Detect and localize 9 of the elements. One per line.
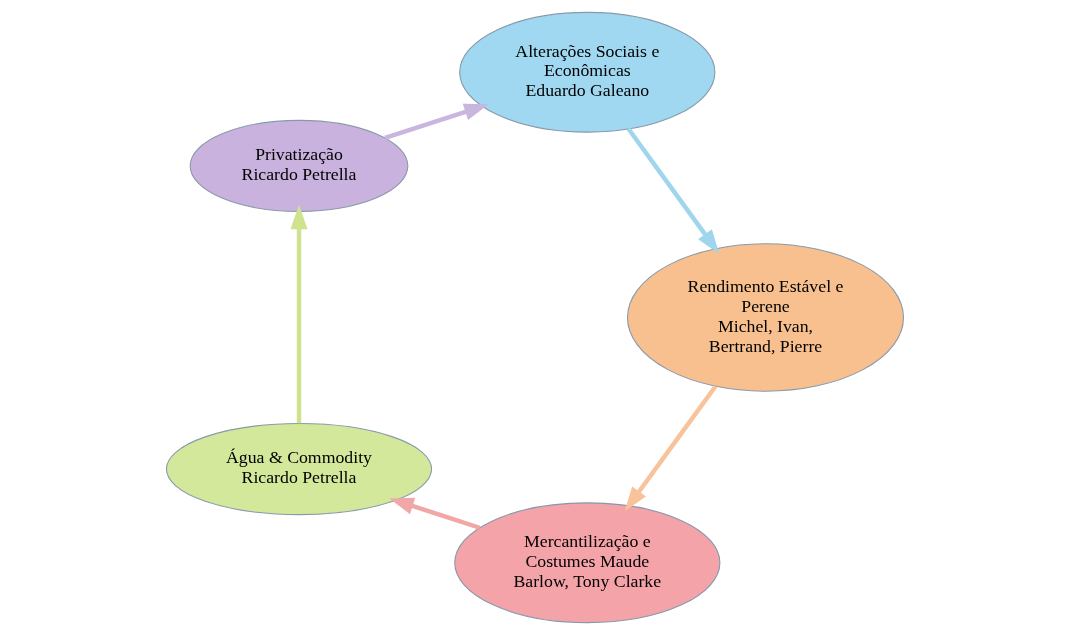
node-ellipse: Rendimento Estável e Perene Michel, Ivan, Bertrand, Pierre	[626, 243, 904, 392]
arrow	[388, 497, 480, 530]
arrow	[383, 103, 489, 141]
arrow	[624, 385, 717, 512]
arrow	[289, 204, 308, 424]
arrow	[626, 127, 719, 254]
node-ellipse: Privatização Ricardo Petrella	[189, 119, 408, 212]
node-ellipse: Alterações Sociais e Econômicas Eduardo Galeano	[458, 11, 715, 133]
node-ellipse: Mercantilização e Costumes Maude Barlow, Tony Clarke	[453, 502, 720, 624]
